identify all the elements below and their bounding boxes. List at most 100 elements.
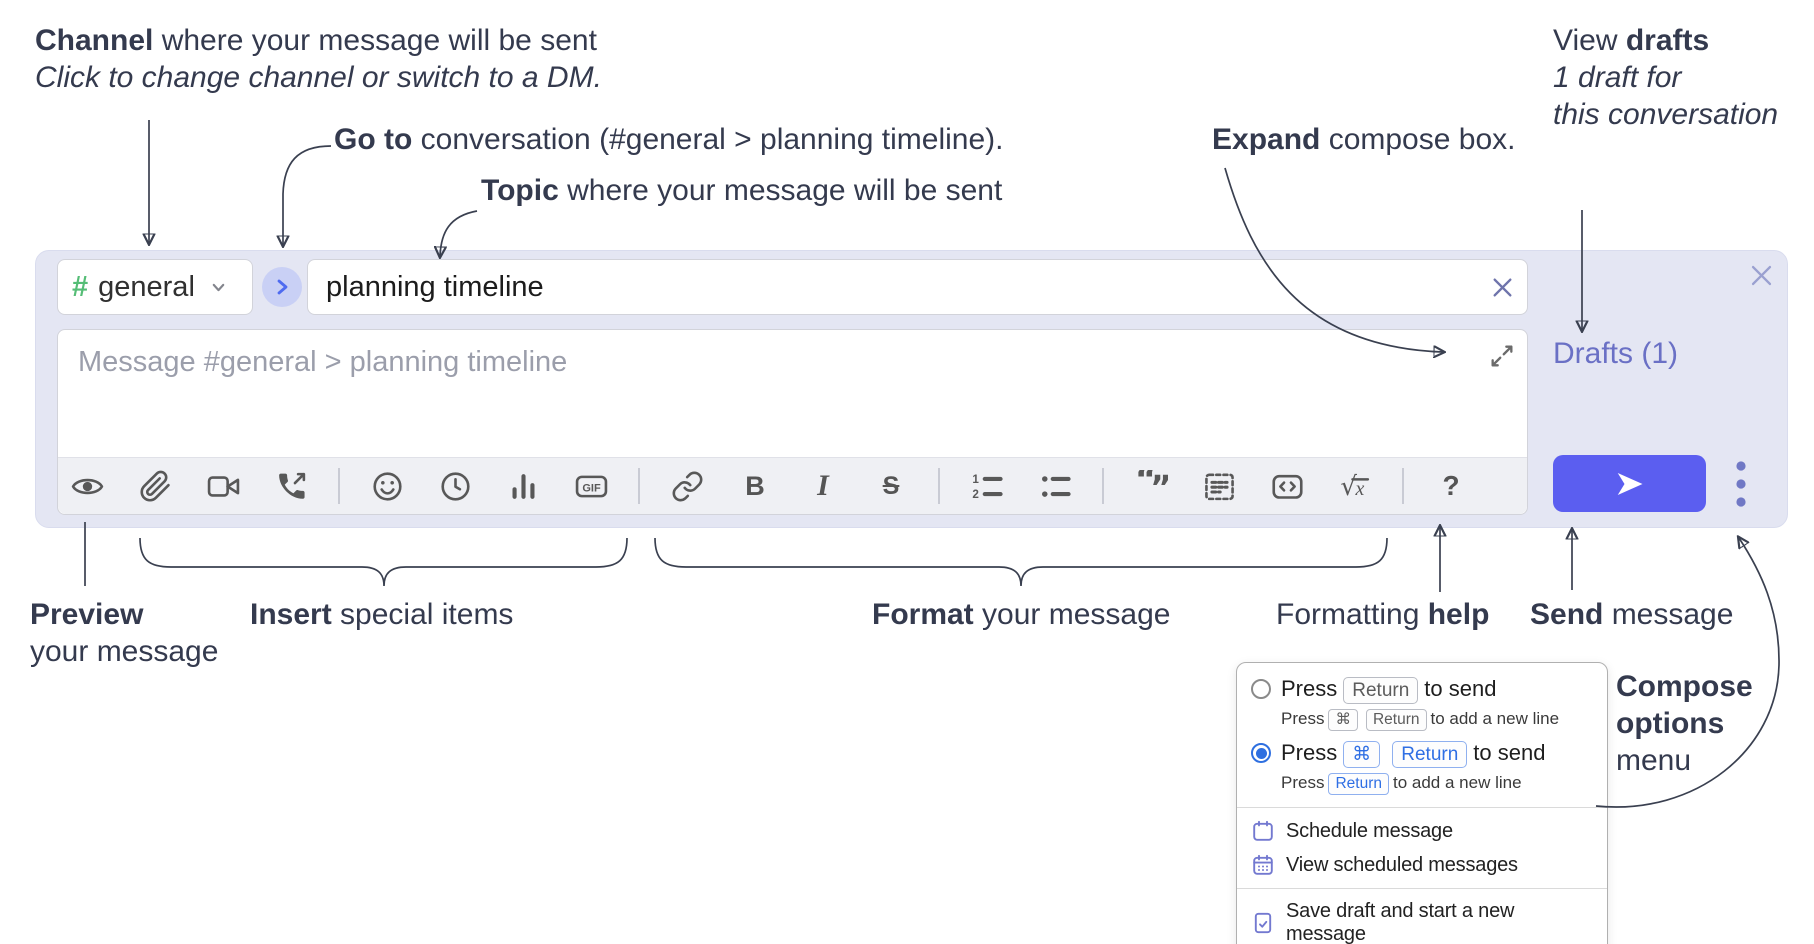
bulleted-list-icon	[1041, 475, 1071, 497]
option-subtext: to add a new line	[1430, 709, 1560, 728]
close-icon	[1751, 265, 1771, 285]
phone-outgoing-icon	[278, 472, 305, 499]
brace-format-group	[654, 537, 1388, 587]
option-subtext: Press	[1281, 773, 1325, 792]
svg-text:GIF: GIF	[582, 482, 601, 494]
annotation-topic-bold: Topic	[481, 174, 559, 207]
expand-compose-button[interactable]	[1487, 342, 1517, 372]
menu-divider	[1237, 807, 1607, 808]
compose-options-button[interactable]	[1726, 457, 1756, 511]
math-icon: √x	[1340, 471, 1369, 501]
emoji-button[interactable]	[366, 464, 408, 508]
link-button[interactable]	[666, 464, 708, 508]
svg-text:“: “	[1135, 470, 1157, 499]
toolbar-divider	[338, 468, 340, 504]
annotation-channel-bold: Channel	[35, 24, 154, 57]
annotation-view-drafts-bold: drafts	[1625, 24, 1710, 57]
topic-input-wrap	[307, 259, 1528, 315]
attach-file-button[interactable]	[134, 464, 176, 508]
math-button[interactable]: √x	[1334, 464, 1376, 508]
annotation-goto-bold: Go to	[334, 123, 413, 156]
calendar-icon	[1253, 820, 1273, 841]
compose-box: # general	[35, 250, 1788, 528]
paperclip-icon	[139, 470, 170, 502]
svg-text:”: ”	[1150, 470, 1168, 503]
send-button[interactable]	[1553, 455, 1706, 512]
gif-button[interactable]: GIF	[570, 464, 612, 508]
toolbar-divider	[938, 468, 940, 504]
vertical-dots-icon	[1736, 461, 1746, 507]
menu-divider	[1237, 888, 1607, 889]
spoiler-button[interactable]	[1198, 464, 1240, 508]
radio-button[interactable]	[1251, 679, 1271, 699]
annotation-formatting-help: Formatting help	[1276, 596, 1489, 633]
message-input[interactable]	[58, 330, 1527, 458]
annotation-compose-options-line3: menu	[1616, 744, 1692, 777]
chevron-right-icon	[277, 279, 288, 295]
option-text: to send	[1473, 740, 1546, 765]
option-subtext: to add a new line	[1393, 773, 1522, 792]
quote-icon: “”	[1135, 470, 1168, 503]
kbd-return: Return	[1328, 773, 1389, 795]
kbd-return: Return	[1365, 709, 1427, 731]
annotation-view-drafts: View drafts 1 draft for this conversatio…	[1553, 22, 1778, 133]
channel-label: general	[98, 270, 195, 303]
formatting-help-button[interactable]: ?	[1430, 464, 1472, 508]
voice-call-button[interactable]	[270, 464, 312, 508]
annotation-expand: Expand compose box.	[1212, 121, 1515, 158]
global-time-button[interactable]	[434, 464, 476, 508]
annotation-topic: Topic where your message will be sent	[481, 172, 1002, 209]
bold-button[interactable]: B	[734, 464, 776, 508]
option-text: Press	[1281, 740, 1338, 765]
italic-button[interactable]: I	[802, 464, 844, 508]
annotation-view-drafts-line2: 1 draft for	[1553, 61, 1682, 94]
compose-toolbar: GIF B I S 12 “” √x ?	[58, 457, 1527, 514]
bar-chart-icon	[512, 473, 534, 499]
drafts-link[interactable]: Drafts (1)	[1553, 337, 1679, 370]
option-text: to send	[1424, 676, 1497, 701]
radio-button-selected[interactable]	[1251, 743, 1271, 763]
bulleted-list-button[interactable]	[1034, 464, 1076, 508]
video-call-button[interactable]	[202, 464, 244, 508]
toolbar-divider	[1102, 468, 1104, 504]
compose-close-button[interactable]	[1747, 261, 1775, 289]
annotation-insert: Insert special items	[250, 596, 513, 633]
topic-input[interactable]	[307, 259, 1528, 315]
menu-item-schedule-message[interactable]: Schedule message	[1237, 814, 1607, 848]
preview-button[interactable]	[66, 464, 108, 508]
annotation-channel: Channel where your message will be sent …	[35, 22, 602, 96]
strikethrough-icon: S	[882, 471, 900, 500]
annotation-compose-options: Compose options menu	[1616, 668, 1753, 779]
chevron-down-icon	[212, 283, 225, 291]
annotation-view-drafts-line3: this conversation	[1553, 98, 1779, 131]
toolbar-divider	[1402, 468, 1404, 504]
send-icon	[1617, 472, 1642, 495]
annotation-expand-bold: Expand	[1212, 123, 1321, 156]
brace-insert-group	[139, 537, 628, 587]
clear-topic-button[interactable]	[1488, 273, 1516, 301]
channel-selector[interactable]: # general	[57, 259, 253, 315]
quote-button[interactable]: “”	[1130, 464, 1172, 508]
code-button[interactable]	[1266, 464, 1308, 508]
italic-icon: I	[817, 469, 829, 502]
toolbar-divider	[638, 468, 640, 504]
menu-item-save-draft[interactable]: Save draft and start a new message	[1237, 895, 1607, 944]
goto-conversation-button[interactable]	[262, 267, 302, 307]
gif-icon: GIF	[575, 475, 607, 497]
option-text: Press	[1281, 676, 1338, 701]
poll-button[interactable]	[502, 464, 544, 508]
bold-icon: B	[745, 470, 765, 501]
channel-hash-icon: #	[72, 270, 89, 303]
annotation-view-drafts-pre: View	[1553, 24, 1626, 57]
smiley-icon	[372, 471, 402, 501]
menu-item-label: Save draft and start a new message	[1286, 900, 1515, 944]
draft-check-icon	[1254, 912, 1272, 934]
strikethrough-button[interactable]: S	[870, 464, 912, 508]
arrow-goto	[283, 145, 332, 245]
menu-item-view-scheduled[interactable]: View scheduled messages	[1237, 848, 1607, 882]
